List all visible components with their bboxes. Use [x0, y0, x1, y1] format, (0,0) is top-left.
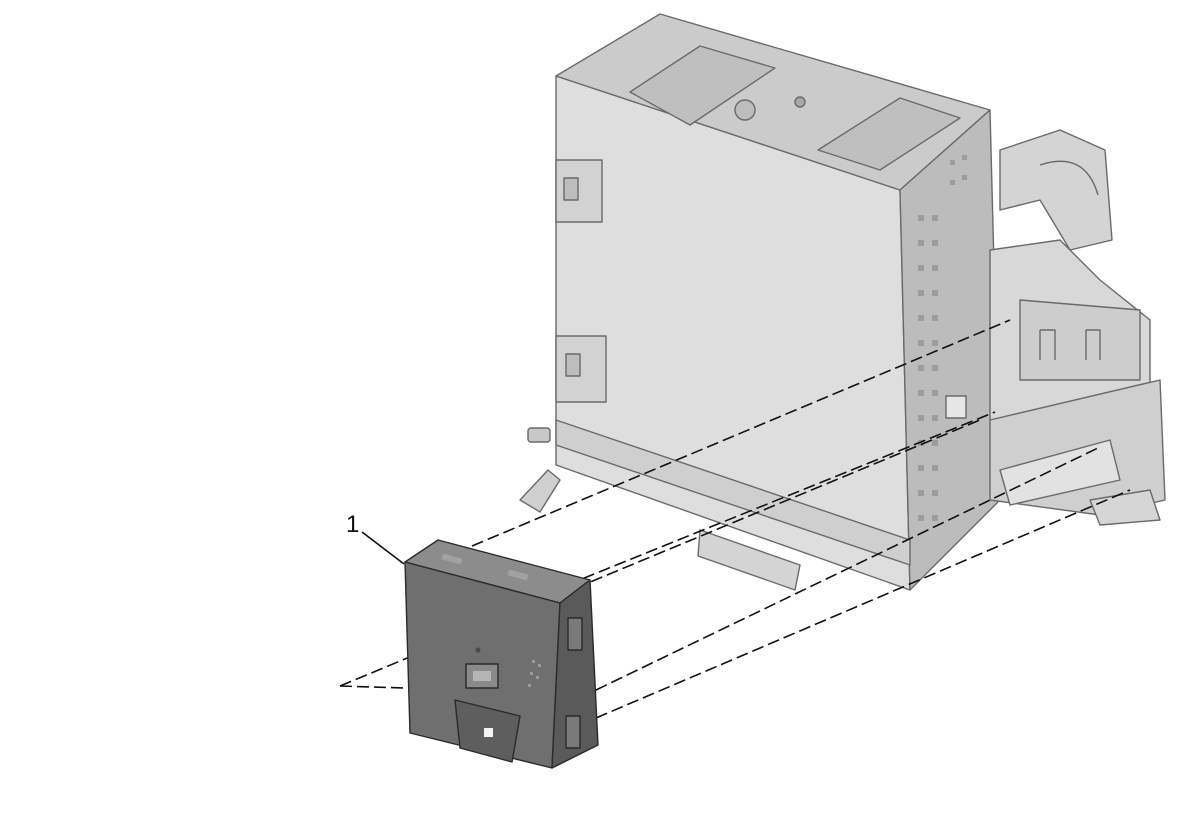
guide-line-1 [471, 319, 1011, 547]
callout-label: 1 [346, 511, 359, 538]
housing-side-stud [527, 427, 551, 443]
callout-leader-line [361, 531, 405, 565]
bracket-cradle-wall [1019, 299, 1141, 381]
housing-top-clip-left [629, 45, 776, 126]
module-top-vent-left [441, 553, 463, 565]
bracket-channel [999, 439, 1121, 506]
housing-mounting-foot [519, 469, 561, 513]
housing-bottom-lip [697, 529, 801, 591]
module-bottom-key [484, 728, 493, 737]
housing-left-latch-upper [555, 159, 603, 223]
bracket-slot-a [1039, 329, 1056, 360]
bracket-arm-hook [1039, 160, 1099, 196]
module-marking [528, 660, 541, 687]
module-usb-port [465, 663, 499, 689]
module-usb-port-inner [473, 671, 491, 681]
module-side-clip-upper [567, 617, 583, 651]
module-top-vent-right [507, 569, 529, 581]
bracket-slot-b [1085, 329, 1101, 360]
guide-line-2 [519, 411, 996, 605]
callout-1: 1 [346, 511, 405, 565]
housing-pin-column [918, 155, 967, 521]
module-side-face [551, 579, 599, 769]
housing-top-clip-right [817, 97, 961, 171]
bracket-arm-upper [999, 129, 1113, 251]
bracket-tab [945, 395, 967, 419]
housing-top-hole [794, 96, 806, 108]
module-side-clip-lower [565, 715, 581, 749]
housing-bottom-rail [555, 419, 911, 566]
bracket-lower-foot [1089, 489, 1161, 526]
assembly-guide-lines [339, 319, 1131, 719]
module-item-1 [404, 539, 599, 769]
guide-line-4 [595, 447, 1099, 691]
bracket-housing [519, 13, 1166, 591]
housing-top-boss [734, 99, 756, 121]
guide-line-6 [339, 685, 406, 689]
guide-line-3 [339, 419, 981, 687]
module-indicator-dot [475, 647, 481, 653]
guide-line-5 [595, 489, 1131, 719]
housing-left-latch-lower [555, 335, 607, 403]
